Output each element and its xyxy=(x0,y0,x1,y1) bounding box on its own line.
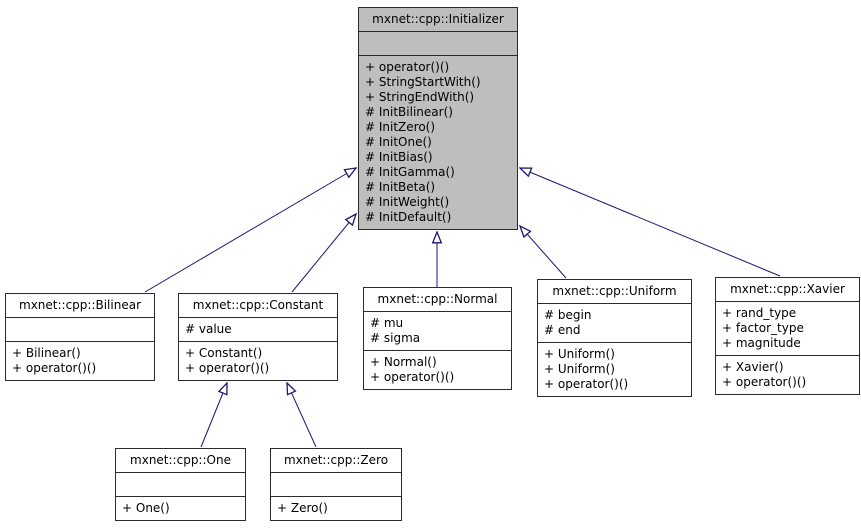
class-methods: + Normal() + operator()() xyxy=(370,355,455,384)
class-attributes xyxy=(116,473,245,497)
class-methods: + Constant() + operator()() xyxy=(185,346,270,375)
class-attributes: # mu # sigma xyxy=(364,312,511,351)
class-attributes xyxy=(359,32,517,56)
class-name: mxnet::cpp::Zero xyxy=(271,449,401,473)
class-name: mxnet::cpp::Initializer xyxy=(359,8,517,32)
class-methods: + Uniform() + Uniform() + operator()() xyxy=(544,347,629,391)
edge-one-constant xyxy=(200,383,227,448)
class-methods: + Xavier() + operator()() xyxy=(722,360,807,389)
class-box-initializer[interactable]: mxnet::cpp::Initializer + operator()() +… xyxy=(358,7,518,230)
edge-constant-initializer xyxy=(291,214,356,293)
class-box-xavier[interactable]: mxnet::cpp::Xavier + rand_type + factor_… xyxy=(715,277,860,395)
class-box-bilinear[interactable]: mxnet::cpp::Bilinear + Bilinear() + oper… xyxy=(5,293,155,381)
class-methods: + One() xyxy=(122,501,170,515)
edge-xavier-initializer xyxy=(520,168,781,277)
class-attributes: # value xyxy=(179,318,337,342)
class-name: mxnet::cpp::Bilinear xyxy=(6,294,154,318)
edge-bilinear-initializer xyxy=(144,168,356,293)
edge-uniform-initializer xyxy=(520,226,567,279)
class-methods: + Bilinear() + operator()() xyxy=(12,346,97,375)
class-attributes: + rand_type + factor_type + magnitude xyxy=(716,302,859,356)
class-box-normal[interactable]: mxnet::cpp::Normal # mu # sigma + Normal… xyxy=(363,287,512,390)
class-name: mxnet::cpp::Constant xyxy=(179,294,337,318)
class-methods: + Zero() xyxy=(277,501,328,515)
edge-zero-constant xyxy=(287,383,317,448)
class-box-zero[interactable]: mxnet::cpp::Zero + Zero() xyxy=(270,448,402,521)
class-box-one[interactable]: mxnet::cpp::One + One() xyxy=(115,448,246,521)
class-attributes xyxy=(271,473,401,497)
class-name: mxnet::cpp::Uniform xyxy=(538,280,691,304)
class-name: mxnet::cpp::Xavier xyxy=(716,278,859,302)
class-attributes: # begin # end xyxy=(538,304,691,343)
class-name: mxnet::cpp::One xyxy=(116,449,245,473)
class-methods: + operator()() + StringStartWith() + Str… xyxy=(365,60,481,224)
class-attributes xyxy=(6,318,154,342)
class-name: mxnet::cpp::Normal xyxy=(364,288,511,312)
class-box-uniform[interactable]: mxnet::cpp::Uniform # begin # end + Unif… xyxy=(537,279,692,397)
class-box-constant[interactable]: mxnet::cpp::Constant # value + Constant(… xyxy=(178,293,338,381)
